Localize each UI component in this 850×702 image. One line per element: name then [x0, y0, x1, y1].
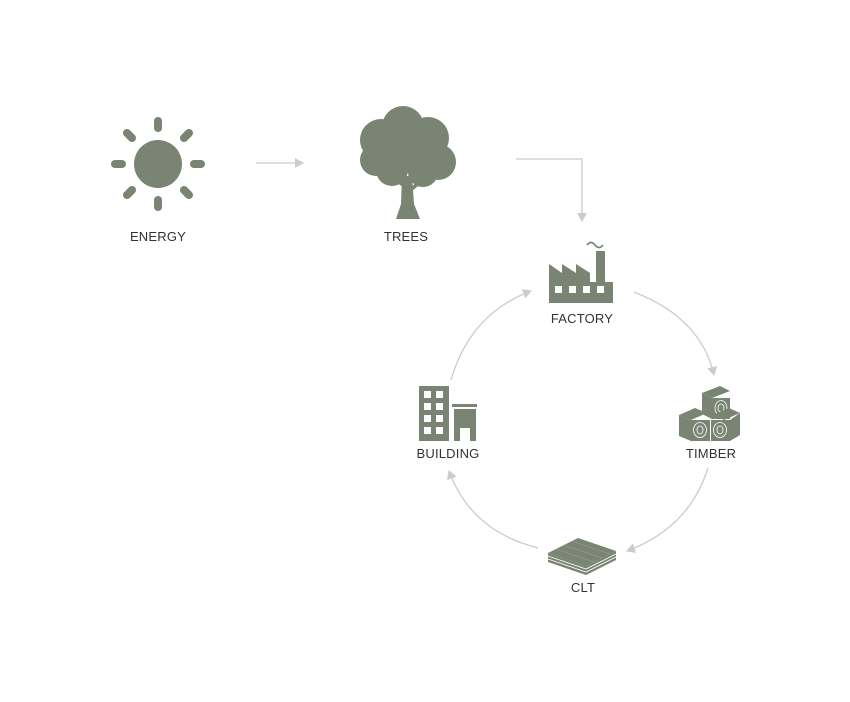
node-clt: CLT — [547, 538, 617, 595]
node-timber: TIMBER — [679, 386, 740, 461]
node-label-factory: FACTORY — [551, 311, 613, 326]
node-factory: FACTORY — [549, 241, 613, 326]
edge-building-to-factory — [450, 289, 532, 381]
building-icon — [419, 386, 477, 441]
node-label-trees: TREES — [384, 229, 428, 244]
edges — [256, 158, 718, 553]
edge-timber-to-clt — [626, 467, 709, 553]
node-label-building: BUILDING — [416, 446, 479, 461]
node-label-timber: TIMBER — [686, 446, 736, 461]
sun-icon — [111, 117, 205, 211]
clt-panel-icon — [547, 538, 617, 575]
node-trees: TREES — [360, 106, 456, 244]
node-energy: ENERGY — [111, 117, 205, 244]
node-label-clt: CLT — [571, 580, 595, 595]
factory-icon — [549, 241, 613, 303]
edge-clt-to-building — [447, 470, 539, 549]
node-building: BUILDING — [416, 386, 479, 461]
tree-icon — [360, 106, 456, 219]
timber-icon — [679, 386, 740, 441]
edge-factory-to-timber — [633, 291, 718, 376]
edge-trees-to-factory — [516, 158, 587, 222]
node-label-energy: ENERGY — [130, 229, 186, 244]
